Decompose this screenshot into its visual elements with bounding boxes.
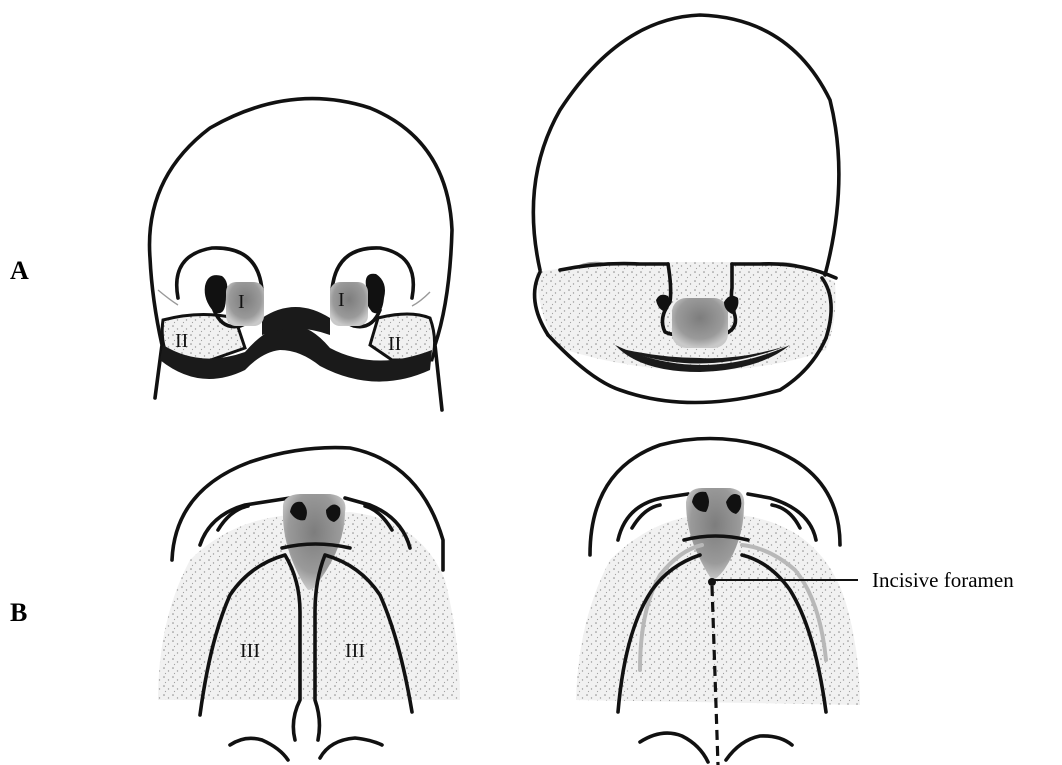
region-label-iii-left: III: [240, 640, 260, 662]
incisive-foramen-label: Incisive foramen: [872, 568, 1014, 592]
lateral-mark-right: [412, 292, 430, 306]
lower-curl-left: [230, 738, 288, 760]
row-label-b: B: [10, 598, 27, 627]
nasal-pit-left-dark: [205, 275, 228, 313]
head-outline-right: [533, 15, 839, 275]
lateral-mark-left: [158, 290, 178, 305]
region-label-ii-right: II: [388, 333, 401, 355]
region-label-iii-right: III: [345, 640, 365, 662]
panel-a-left: I I II II: [150, 99, 453, 410]
row-label-a: A: [10, 256, 29, 285]
primary-process-left: [226, 282, 264, 326]
region-label-i-left: I: [238, 291, 245, 313]
lower-curl-b-right: [726, 736, 792, 760]
region-label-ii-left: II: [175, 330, 188, 352]
lower-curl-b-left: [640, 733, 708, 762]
panel-a-right: [533, 15, 839, 403]
panel-b-right: Incisive foramen: [576, 439, 1014, 765]
lower-curl-right: [320, 738, 382, 758]
primary-process-right: [330, 282, 368, 326]
nasal-shading: [672, 298, 728, 348]
region-label-i-right: I: [338, 289, 345, 311]
panel-b-left: III III: [158, 448, 460, 760]
